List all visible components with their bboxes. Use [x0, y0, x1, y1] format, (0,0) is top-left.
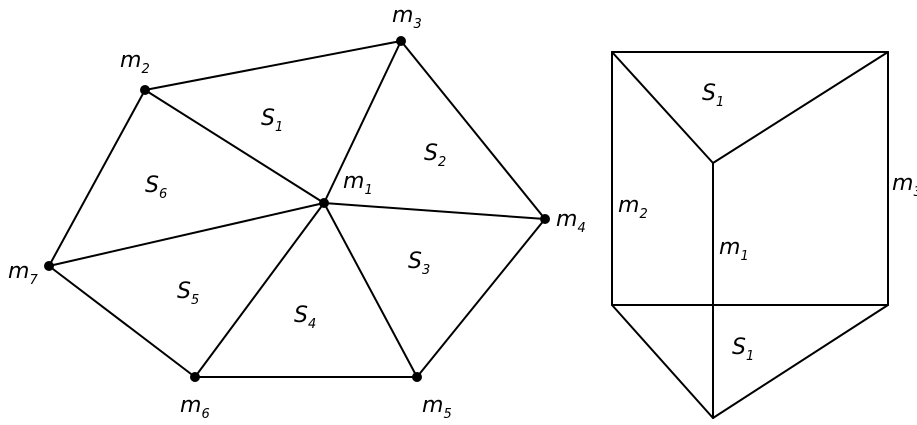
node-m6 — [190, 372, 200, 382]
node-label-m2-letter: m — [120, 48, 141, 73]
node-label-m3-letter: m — [392, 3, 413, 28]
node-m3 — [396, 36, 406, 46]
right-figure-labels: S1m2m1m3S1 — [618, 81, 917, 364]
node-label-m7: m7 — [8, 259, 38, 288]
right-label-m2-letter: m — [618, 193, 639, 218]
face-label-S3: S3 — [408, 249, 430, 278]
left-figure-edges — [48, 40, 546, 378]
node-label-m7-subscript: 7 — [29, 273, 38, 288]
node-label-m3: m3 — [392, 3, 422, 32]
edge-m1-m2 — [144, 89, 325, 204]
right-figure — [611, 51, 889, 419]
right-label-m2: m2 — [618, 193, 648, 222]
node-m2 — [140, 85, 150, 95]
right-label-m1: m1 — [719, 235, 749, 264]
face-label-S3-letter: S — [408, 249, 422, 274]
node-label-m1-letter: m — [343, 169, 364, 194]
right-label-S1-bottom-letter: S — [732, 335, 746, 360]
node-m5 — [412, 372, 422, 382]
edge-m2-m3 — [144, 40, 402, 91]
right-bottom-right-diagonal — [712, 304, 889, 419]
face-label-S2-letter: S — [424, 141, 438, 166]
edge-m4-m5 — [416, 218, 546, 378]
edge-m1-m5 — [323, 202, 418, 378]
node-label-m6-subscript: 6 — [201, 407, 209, 422]
edge-m1-m7 — [48, 202, 325, 267]
node-m1 — [319, 198, 329, 208]
right-label-S1-top-subscript: 1 — [716, 95, 724, 110]
right-label-m2-subscript: 2 — [639, 207, 647, 222]
right-top-right-diagonal — [712, 51, 889, 164]
node-m7 — [44, 261, 54, 271]
face-label-S1: S1 — [261, 106, 283, 135]
node-label-m6-letter: m — [180, 393, 201, 418]
right-label-m3: m3 — [892, 171, 917, 200]
face-label-S5-subscript: 5 — [191, 293, 199, 308]
node-m4 — [540, 214, 550, 224]
face-label-S4-letter: S — [294, 303, 308, 328]
face-label-S2-subscript: 2 — [438, 155, 446, 170]
right-bottom-left-diagonal — [611, 304, 714, 419]
face-label-S1-subscript: 1 — [275, 120, 283, 135]
right-label-m3-letter: m — [892, 171, 913, 196]
node-label-m2-subscript: 2 — [141, 62, 149, 77]
face-label-S2: S2 — [424, 141, 446, 170]
right-label-m1-subscript: 1 — [740, 249, 748, 264]
node-label-m1: m1 — [343, 169, 373, 198]
node-label-m2: m2 — [120, 48, 150, 77]
right-label-S1-bottom-subscript: 1 — [746, 349, 754, 364]
face-label-S3-subscript: 3 — [422, 263, 430, 278]
face-label-S4: S4 — [294, 303, 316, 332]
face-label-S5: S5 — [177, 279, 199, 308]
node-label-m4-letter: m — [556, 207, 577, 232]
node-label-m5: m5 — [422, 393, 452, 422]
edge-m7-m2 — [48, 89, 146, 267]
node-label-m6: m6 — [180, 393, 210, 422]
node-label-m4-subscript: 4 — [577, 221, 585, 236]
right-label-m3-subscript: 3 — [913, 185, 917, 200]
edge-m6-m7 — [48, 265, 196, 378]
right-label-S1-top-letter: S — [702, 81, 716, 106]
face-label-S6-subscript: 6 — [159, 187, 167, 202]
face-label-S4-subscript: 4 — [308, 317, 316, 332]
face-label-S5-letter: S — [177, 279, 191, 304]
edge-m3-m4 — [400, 40, 546, 220]
face-label-S1-letter: S — [261, 106, 275, 131]
right-label-m1-letter: m — [719, 235, 740, 260]
right-label-S1-bottom: S1 — [732, 335, 754, 364]
right-top-left-diagonal — [611, 51, 714, 164]
node-label-m4: m4 — [556, 207, 586, 236]
node-label-m3-subscript: 3 — [413, 17, 421, 32]
face-label-S6-letter: S — [145, 173, 159, 198]
node-label-m5-subscript: 5 — [443, 407, 451, 422]
face-label-S6: S6 — [145, 173, 167, 202]
right-label-S1-top: S1 — [702, 81, 724, 110]
node-label-m1-subscript: 1 — [364, 183, 372, 198]
node-label-m7-letter: m — [8, 259, 29, 284]
edge-m1-m3 — [323, 40, 402, 204]
edge-m1-m6 — [194, 202, 325, 378]
left-figure-nodes — [44, 36, 550, 382]
node-label-m5-letter: m — [422, 393, 443, 418]
edge-m1-m4 — [323, 202, 546, 220]
